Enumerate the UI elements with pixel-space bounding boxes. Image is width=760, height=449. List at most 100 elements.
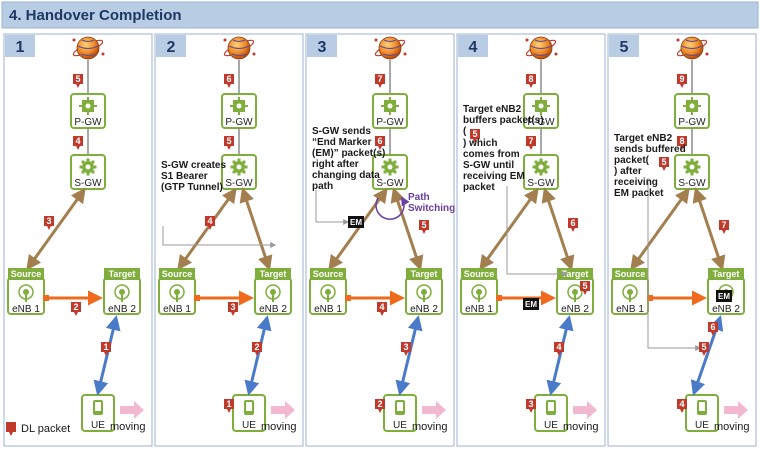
phone-screen [548, 402, 554, 411]
pgw-node: P-GW [221, 93, 257, 129]
dl-packet-number: 8 [679, 136, 684, 146]
pgw-icon-center [85, 103, 91, 109]
legend-pin-icon [9, 432, 13, 436]
panel-number-box [307, 35, 337, 57]
dl-packet-pin-icon [104, 352, 108, 356]
gear-tooth [690, 158, 694, 162]
dl-packet-number: 7 [377, 74, 382, 84]
dl-packet-pin-icon [227, 409, 231, 413]
legend-label: DL packet [21, 423, 70, 435]
antenna-core [174, 289, 180, 295]
target-enb-tag-label: Target [109, 269, 136, 279]
dl-packet-pin-icon [571, 228, 575, 232]
ue-label: UE [242, 420, 256, 431]
antenna-core [270, 289, 276, 295]
dl-packet-icon [375, 136, 385, 146]
dl-packet-badge: 1 [224, 399, 234, 413]
panel-number: 1 [16, 39, 25, 56]
moving-label: moving [714, 421, 749, 433]
dl-packet-number: 5 [75, 74, 80, 84]
annotation-line: packet [463, 182, 495, 193]
dl-packet-pin-icon [711, 332, 715, 336]
phone-screen [397, 402, 403, 411]
annotation-line: Switching [408, 203, 455, 214]
gear-tooth [86, 172, 90, 176]
internet-globe-icon [525, 36, 558, 60]
dl-packet-badge: 6 [375, 136, 385, 150]
dl-packet-badge: 5 [73, 74, 83, 88]
antenna-core [572, 289, 578, 295]
gear-tooth [544, 170, 548, 174]
dl-packet-pin-icon [227, 146, 231, 150]
x2-source-node [496, 295, 502, 301]
dl-packet-pin-icon [422, 230, 426, 234]
antenna-core [23, 289, 29, 295]
dl-packet-pin-icon [529, 409, 533, 413]
moving-indicator: moving [110, 401, 145, 433]
dl-packet-badge: 8 [677, 136, 687, 150]
gear-tooth [81, 160, 85, 164]
panel-number: 3 [318, 39, 327, 56]
dl-packet-pin-icon [255, 352, 259, 356]
pgw-icon-center [387, 103, 393, 109]
target-enb-tag [708, 268, 744, 280]
antenna-core [421, 289, 427, 295]
legend-dl-packet-icon [6, 422, 16, 432]
dl-packet-pin-icon [722, 230, 726, 234]
gear-tooth [93, 165, 97, 169]
globe-node [374, 38, 378, 42]
legend: DL packet [6, 422, 70, 436]
dl-packet-badge: 3 [228, 302, 238, 316]
s1-bearer-target-link [390, 187, 424, 271]
annotation-line: ) after [614, 166, 642, 177]
dl-packet-badge: 6 [568, 218, 578, 232]
gear-tooth [534, 170, 538, 174]
dl-packet-number: 4 [556, 342, 561, 352]
target-enb-label: eNB 2 [108, 304, 136, 315]
pgw-label: P-GW [74, 117, 102, 128]
dl-packet-icon [526, 399, 536, 409]
dl-packet-icon [375, 74, 385, 84]
annotation-line: receiving [614, 177, 658, 188]
dl-packet-number: 2 [73, 302, 78, 312]
gear-center [538, 164, 544, 170]
gear-tooth [232, 170, 236, 174]
internet-globe-icon [223, 36, 256, 60]
dl-packet-badge: 4 [73, 136, 83, 150]
dl-packet-pin-icon [378, 146, 382, 150]
dl-packet-icon [401, 342, 411, 352]
dl-packet-badge: 7 [719, 220, 729, 234]
dl-packet-icon [375, 399, 385, 409]
dl-packet-pin-icon [680, 409, 684, 413]
moving-indicator: moving [412, 401, 447, 433]
pgw-label: P-GW [678, 117, 706, 128]
em-packet-box [348, 216, 364, 228]
em-packet-box [716, 290, 732, 302]
globe-grid [228, 39, 250, 56]
internet-globe-icon [72, 36, 105, 60]
end-marker-packet: EM [716, 290, 732, 302]
moving-indicator: moving [261, 401, 296, 433]
dl-packet-badge: 4 [554, 342, 564, 356]
dl-packet-number: 1 [226, 399, 231, 409]
gear-tooth [79, 165, 83, 169]
gear-center [236, 164, 242, 170]
globe-grid [379, 39, 401, 56]
source-enb-tag-label: Source [464, 269, 495, 279]
dl-packet-icon [205, 216, 215, 226]
gear-tooth [685, 160, 689, 164]
dl-packet-icon [71, 302, 81, 312]
buffer-pointer [506, 186, 569, 277]
annotation-line: path [312, 181, 333, 192]
pgw-label: P-GW [225, 117, 253, 128]
source-enb-label: eNB 1 [12, 304, 40, 315]
gear-tooth [383, 170, 387, 174]
dl-packet-pin-icon [76, 146, 80, 150]
dl-packet-number: 5 [582, 281, 587, 291]
